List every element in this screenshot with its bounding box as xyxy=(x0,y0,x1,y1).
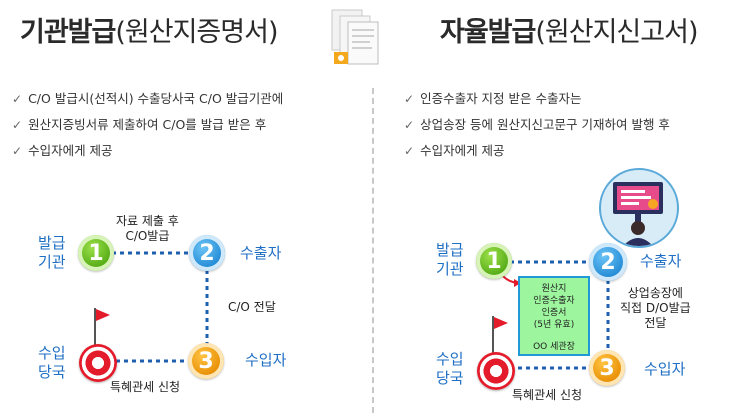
right-edge-2-3-label: 상업송장에 직접 D/O발급 전달 xyxy=(620,286,691,330)
right-label-issuer: 발급 기관 xyxy=(436,241,464,278)
right-label-importer: 수입자 xyxy=(644,360,686,378)
left-title: 기관발급(원산지증명서) xyxy=(20,10,278,49)
left-bullet-item: ✓원산지증빙서류 제출하여 C/O를 발급 받은 후 xyxy=(12,117,267,132)
left-connectors xyxy=(112,251,209,363)
computer-user-icon xyxy=(599,168,679,248)
left-node-importer: 3 xyxy=(188,343,224,379)
right-bullet-list: ✓인증수출자 지정 받은 수출자는 ✓상업송장 등에 원산지신고문구 기재하여 … xyxy=(404,86,670,164)
checkmark-icon: ✓ xyxy=(12,118,23,132)
left-label-exporter: 수출자 xyxy=(240,244,282,262)
left-node-issuer: 1 xyxy=(78,235,114,271)
left-label-customs: 수입 당국 xyxy=(38,344,66,381)
right-bullet-item: ✓인증수출자 지정 받은 수출자는 xyxy=(404,91,582,106)
flag-icon xyxy=(492,316,508,354)
right-target-icon xyxy=(477,352,515,390)
left-title-paren: (원산지증명서) xyxy=(115,17,278,48)
left-bullet-item: ✓C/O 발급시(선적시) 수출당사국 C/O 발급기관에 xyxy=(12,91,284,106)
right-title-paren: (원산지신고서) xyxy=(535,17,698,48)
flag-icon xyxy=(94,308,110,346)
left-edge-3-customs-label: 특혜관세 신청 xyxy=(110,380,181,394)
right-label-exporter: 수출자 xyxy=(640,252,682,270)
left-node-exporter: 2 xyxy=(189,235,225,271)
checkmark-icon: ✓ xyxy=(404,92,415,106)
left-label-issuer: 발급 기관 xyxy=(38,234,66,271)
document-stack-icon xyxy=(331,9,379,65)
left-label-importer: 수입자 xyxy=(245,351,287,369)
left-edge-2-3-label: C/O 전달 xyxy=(228,300,276,314)
right-node-exporter: 2 xyxy=(589,243,627,281)
left-edge-1-2-label: 자료 제출 후 C/O발급 xyxy=(116,214,179,243)
right-node-importer: 3 xyxy=(589,350,625,386)
left-bullet-item: ✓수입자에게 제공 xyxy=(12,143,113,158)
checkmark-icon: ✓ xyxy=(404,118,415,132)
left-title-bold: 기관발급 xyxy=(20,17,116,48)
right-node-issuer: 1 xyxy=(476,243,512,279)
left-target-icon xyxy=(79,344,117,382)
checkmark-icon: ✓ xyxy=(12,92,23,106)
left-bullet-list: ✓C/O 발급시(선적시) 수출당사국 C/O 발급기관에 ✓원산지증빙서류 제… xyxy=(12,86,283,164)
right-edge-3-customs-label: 특혜관세 신청 xyxy=(512,388,583,402)
checkmark-icon: ✓ xyxy=(404,144,415,158)
right-bullet-item: ✓수입자에게 제공 xyxy=(404,143,505,158)
certificate-box: 원산지 인증수출자 인증서 (5년 유효) OO 세관장 xyxy=(518,276,590,356)
right-title-bold: 자율발급 xyxy=(440,17,536,48)
right-bullet-item: ✓상업송장 등에 원산지신고문구 기재하여 발행 후 xyxy=(404,117,670,132)
checkmark-icon: ✓ xyxy=(12,144,23,158)
center-divider xyxy=(372,88,374,413)
right-label-customs: 수입 당국 xyxy=(436,350,464,387)
right-title: 자율발급(원산지신고서) xyxy=(440,10,698,49)
